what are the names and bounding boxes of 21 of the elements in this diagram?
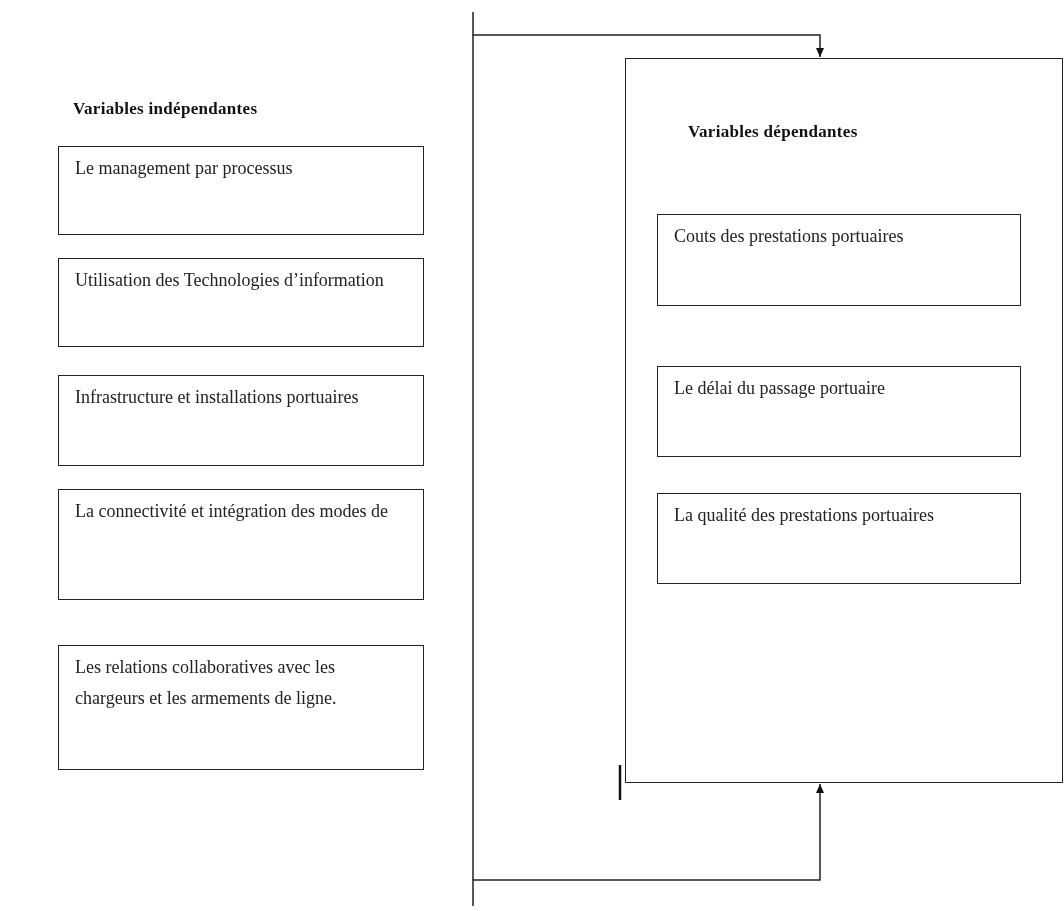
variable-box: [657, 493, 1021, 584]
group-heading: Variables dépendantes: [688, 121, 858, 143]
variable-box: [58, 489, 424, 600]
variable-box: [58, 258, 424, 347]
group-frame: [625, 58, 1063, 783]
box-text: Infrastructure et installations portuaires: [74, 386, 360, 409]
arrow: [472, 783, 824, 907]
arrow: [472, 11, 824, 58]
variable-box: [657, 214, 1021, 306]
variable-box: [58, 375, 424, 466]
variable-box: [58, 146, 424, 235]
box-text: La connectivité et intégration des modes de: [74, 500, 389, 523]
variable-box: [58, 645, 424, 770]
box-text: Les relations collaboratives avec les chargeurs et les armements de ligne.: [74, 656, 338, 710]
box-text: La qualité des prestations portuaires: [673, 504, 935, 527]
box-text: Utilisation des Technologies d’information: [74, 269, 385, 292]
box-text: Couts des prestations portuaires: [673, 225, 905, 248]
box-text: Le délai du passage portuaire: [673, 377, 886, 400]
column-heading: Variables indépendantes: [73, 98, 258, 120]
variable-box: [657, 366, 1021, 457]
box-text: Le management par processus: [74, 157, 294, 180]
